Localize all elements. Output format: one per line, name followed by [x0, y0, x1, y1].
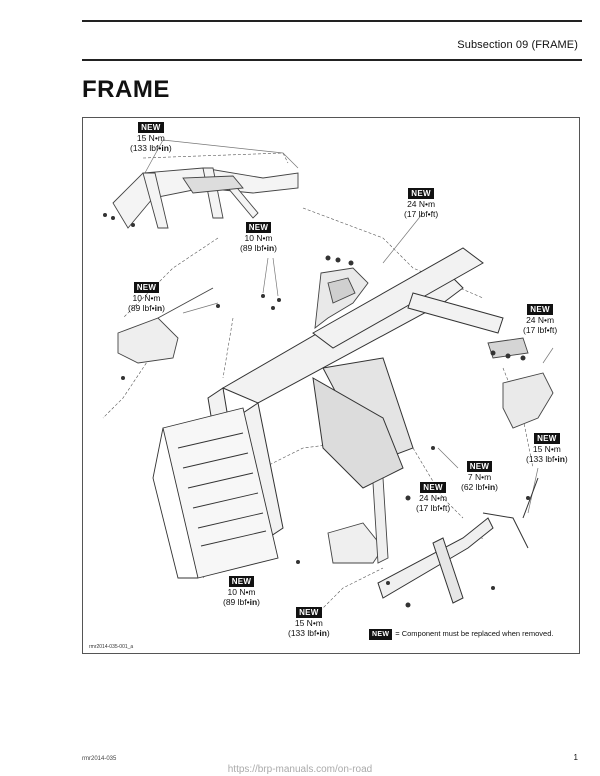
header-rule-bottom [82, 59, 582, 61]
lower-center-bracket [327, 477, 389, 564]
torque-callout-top-left: NEW 15 N•m (133 lbf•in) [130, 122, 172, 153]
fasteners [103, 213, 530, 608]
new-badge: NEW [466, 461, 493, 472]
new-badge: NEW [534, 433, 560, 444]
new-badge: NEW [133, 282, 160, 293]
new-badge: NEW [228, 576, 255, 587]
new-badge: NEW [420, 482, 446, 493]
torque-callout-left: NEW 10 N•m (89 lbf•in) [128, 282, 166, 313]
new-badge: NEW [296, 607, 322, 618]
torque-callout-top-right: NEW 24 N•m (17 lbf•ft) [404, 188, 439, 219]
new-badge: NEW [245, 222, 272, 233]
figure-legend: NEW= Component must be replaced when rem… [369, 629, 553, 640]
footer-url[interactable]: https://brp-manuals.com/on-road [227, 764, 373, 775]
exploded-frame-figure: NEW 15 N•m (133 lbf•in) NEW 24 N•m (17 l… [82, 117, 580, 654]
header-rule-top [82, 20, 582, 22]
left-bracket [117, 287, 214, 364]
upper-mount-bracket [314, 267, 369, 329]
new-badge: NEW [138, 122, 164, 133]
upper-frame-assembly [112, 167, 299, 229]
torque-callout-center-lower: NEW 24 N•m (17 lbf•ft) [416, 482, 451, 513]
new-badge: NEW [369, 629, 393, 640]
footer-code: rmr2014-035 [82, 756, 117, 762]
subsection-label: Subsection 09 (FRAME) [457, 39, 578, 51]
torque-callout-bottom-center: NEW 15 N•m (133 lbf•in) [288, 607, 330, 638]
torque-callout-center: NEW 10 N•m (89 lbf•in) [240, 222, 278, 253]
torque-callout-center-right: NEW 7 N•m (62 lbf•in) [461, 461, 499, 492]
torque-callout-right: NEW 24 N•m (17 lbf•ft) [523, 304, 558, 335]
new-badge: NEW [527, 304, 553, 315]
torque-callout-right-lower: NEW 15 N•m (133 lbf•in) [526, 433, 568, 464]
lower-right-assembly [377, 477, 539, 604]
torque-callout-bottom-left: NEW 10 N•m (89 lbf•in) [223, 576, 261, 607]
page-number: 1 [573, 753, 578, 762]
page-title: FRAME [82, 76, 170, 103]
main-frame-rails [207, 247, 504, 549]
new-badge: NEW [408, 188, 434, 199]
figure-id: rmr2014-035-001_a [89, 644, 134, 650]
front-grille-frame [152, 407, 279, 579]
right-mount-bracket [487, 337, 554, 429]
legend-text: = Component must be replaced when remove… [395, 629, 554, 638]
frame-diagram [102, 139, 554, 619]
